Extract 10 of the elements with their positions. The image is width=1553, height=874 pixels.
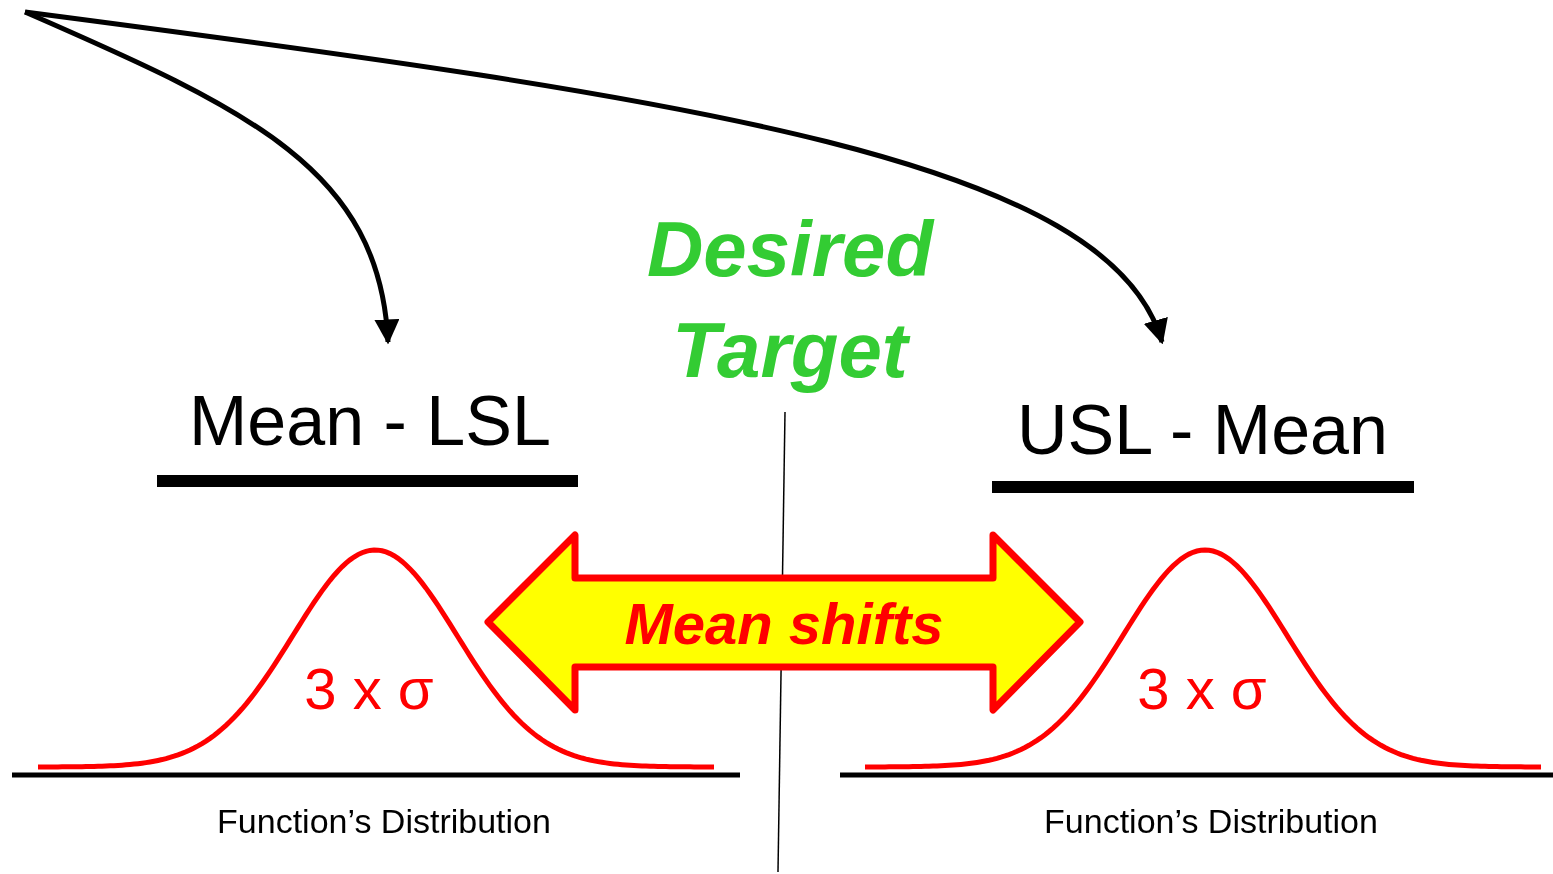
formula-numerator: Mean - LSL (189, 381, 551, 461)
formula-numerator: USL - Mean (1017, 390, 1388, 470)
sigma-label: 3 x σ (304, 655, 434, 722)
axis-caption: Function’s Distribution (1044, 802, 1378, 841)
double-arrow (484, 530, 1084, 716)
curved-arrow (24, 9, 1165, 345)
sigma-label: 3 x σ (1137, 655, 1267, 722)
axis-caption: Function’s Distribution (217, 802, 551, 841)
target-label: Desired Target (645, 203, 936, 396)
arrow-label: Mean shifts (624, 589, 944, 657)
